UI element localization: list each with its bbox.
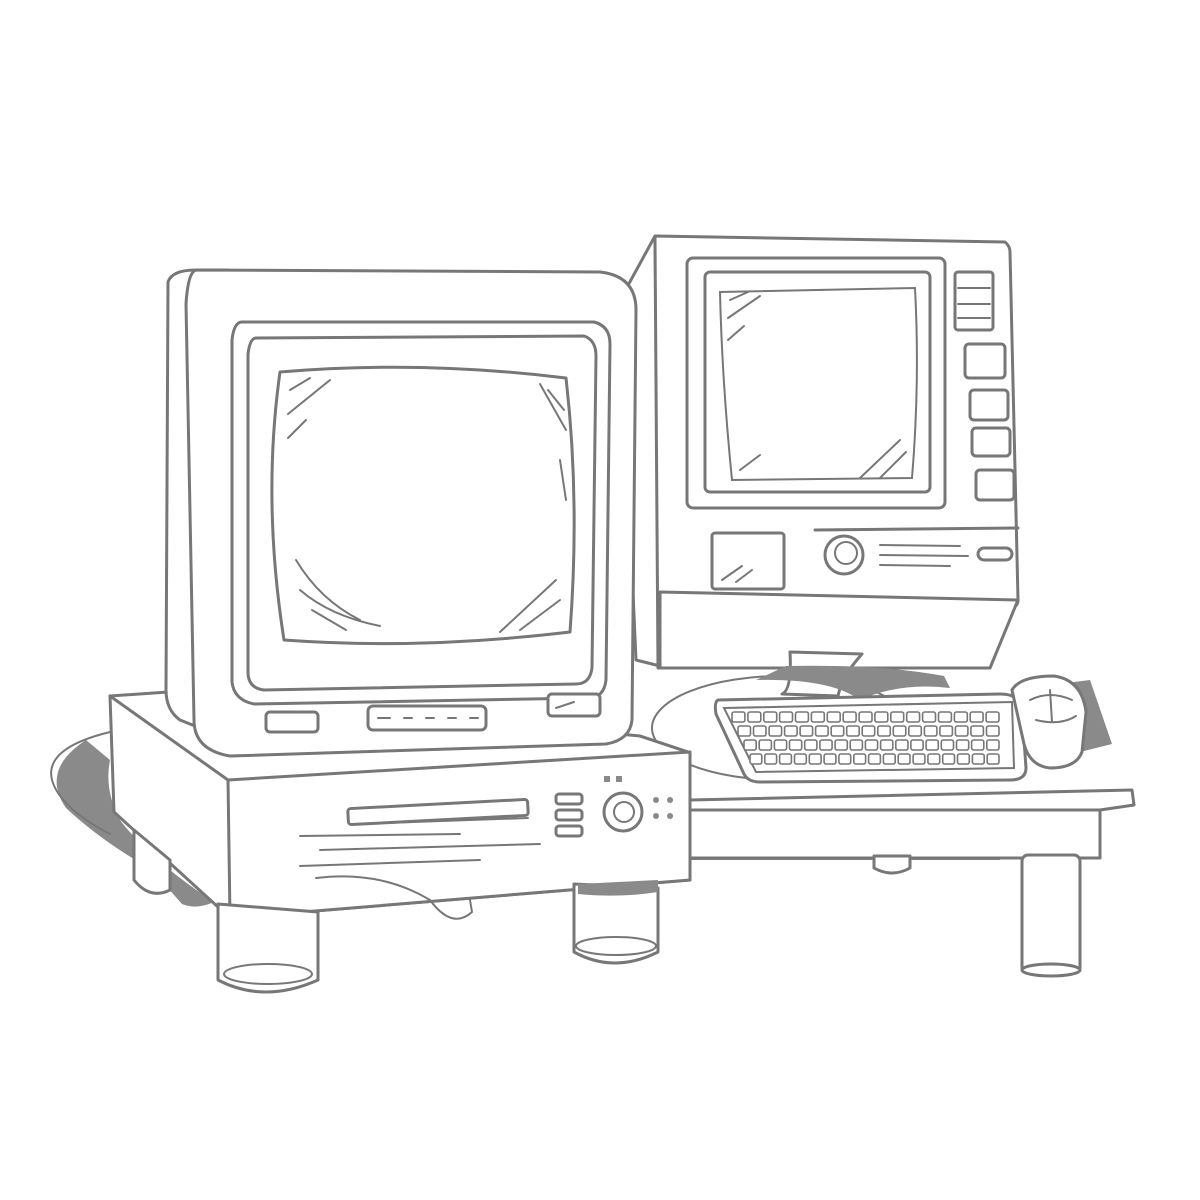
keyboard-key[interactable]: [986, 753, 1000, 765]
keyboard-key[interactable]: [912, 753, 926, 765]
keyboard-key[interactable]: [838, 753, 852, 765]
side-button-2[interactable]: [968, 388, 1010, 422]
keyboard-key[interactable]: [747, 711, 762, 723]
keyboard-key[interactable]: [808, 753, 822, 765]
keyboard-key[interactable]: [852, 753, 867, 765]
keyboard-key[interactable]: [814, 725, 829, 737]
keyboard-key[interactable]: [927, 753, 941, 765]
keyboard-key[interactable]: [939, 725, 954, 737]
keyboard-key[interactable]: [953, 711, 969, 723]
monitor-button-right[interactable]: [546, 692, 602, 718]
keyboard-key[interactable]: [956, 753, 971, 765]
right-screen: [703, 270, 932, 494]
keyboard-key[interactable]: [861, 725, 876, 737]
keyboard-keys: [731, 711, 1000, 765]
keyboard-key[interactable]: [910, 739, 924, 751]
keyboard-key[interactable]: [970, 739, 985, 751]
side-button-4[interactable]: [974, 468, 1016, 502]
keyboard-key[interactable]: [819, 739, 833, 751]
keyboard-key[interactable]: [937, 711, 953, 723]
keyboard-key[interactable]: [749, 753, 763, 765]
keyboard-key[interactable]: [778, 711, 794, 723]
keyboard-key[interactable]: [874, 711, 889, 723]
keyboard-key[interactable]: [971, 753, 986, 765]
mouse[interactable]: [1010, 674, 1112, 770]
base-knob[interactable]: [602, 791, 644, 833]
keyboard-key[interactable]: [921, 711, 937, 723]
keyboard-key[interactable]: [889, 711, 905, 723]
keyboard-key[interactable]: [783, 725, 798, 737]
keyboard-key[interactable]: [941, 753, 956, 765]
keyboard-key[interactable]: [788, 739, 803, 751]
keyboard-key[interactable]: [905, 711, 921, 723]
keyboard-key[interactable]: [842, 711, 857, 723]
keyboard-key[interactable]: [763, 753, 778, 765]
keyboard-key[interactable]: [849, 739, 864, 751]
keyboard-key[interactable]: [752, 725, 767, 737]
keyboard-key[interactable]: [894, 739, 909, 751]
keyboard-key[interactable]: [758, 739, 773, 751]
keyboard-key[interactable]: [794, 711, 810, 723]
side-button-1[interactable]: [963, 342, 1007, 380]
keyboard-key[interactable]: [985, 739, 1000, 751]
keyboard-key[interactable]: [955, 739, 970, 751]
keyboard-key[interactable]: [823, 753, 837, 765]
left-monitor: [164, 268, 638, 758]
keyboard-key[interactable]: [826, 711, 841, 723]
keyboard-key[interactable]: [737, 725, 752, 737]
keyboard-key[interactable]: [773, 739, 788, 751]
keyboard-key[interactable]: [799, 725, 814, 737]
keyboard: [713, 692, 1028, 784]
desk-foot: [1020, 962, 1082, 978]
keyboard-key[interactable]: [803, 739, 818, 751]
keyboard-key[interactable]: [879, 739, 894, 751]
keyboard-key[interactable]: [743, 739, 757, 751]
monitor-button-left[interactable]: [264, 710, 320, 734]
keyboard-key[interactable]: [954, 725, 969, 737]
keyboard-key[interactable]: [985, 711, 1000, 723]
keyboard-key[interactable]: [731, 711, 746, 723]
keyboard-key[interactable]: [810, 711, 826, 723]
keyboard-key[interactable]: [778, 753, 793, 765]
keyboard-key[interactable]: [907, 725, 923, 737]
keyboard-key[interactable]: [762, 711, 778, 723]
keyboard-key[interactable]: [876, 725, 892, 737]
desk-leg: [1020, 853, 1082, 975]
keyboard-key[interactable]: [858, 711, 873, 723]
keyboard-key[interactable]: [925, 739, 940, 751]
keyboard-key[interactable]: [892, 725, 907, 737]
keyboard-key[interactable]: [830, 725, 845, 737]
side-button-3[interactable]: [970, 426, 1012, 458]
keyboard-key[interactable]: [882, 753, 897, 765]
keyboard-key[interactable]: [864, 739, 879, 751]
keyboard-key[interactable]: [834, 739, 849, 751]
keyboard-key[interactable]: [897, 753, 911, 765]
keyboard-key[interactable]: [923, 725, 938, 737]
vent-slots: [953, 270, 995, 332]
keyboard-key[interactable]: [793, 753, 808, 765]
keyboard-key[interactable]: [940, 739, 955, 751]
keyboard-key[interactable]: [867, 753, 882, 765]
keyboard-key[interactable]: [985, 725, 1000, 737]
left-screen: [270, 365, 576, 646]
base-drive-slot: [346, 797, 530, 827]
keyboard-key[interactable]: [970, 725, 985, 737]
keyboard-key[interactable]: [969, 711, 984, 723]
right-computer: [618, 234, 1020, 700]
keyboard-key[interactable]: [845, 725, 861, 737]
keyboard-key[interactable]: [768, 725, 783, 737]
